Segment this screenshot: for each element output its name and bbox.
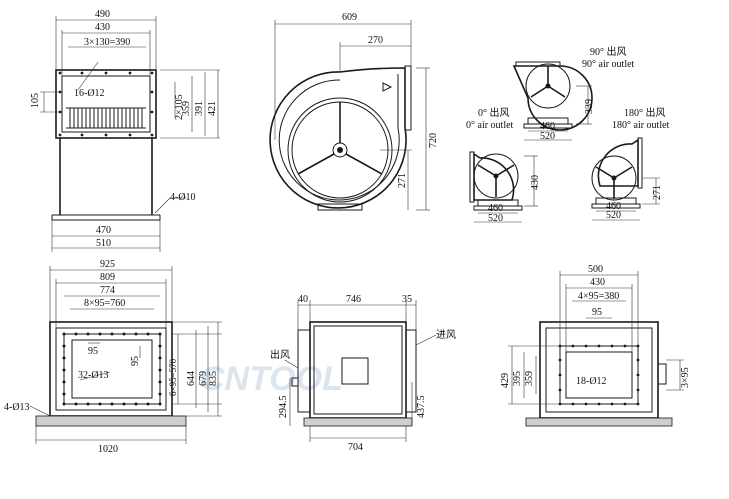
v180-label-cn: 180° 出风: [624, 106, 666, 119]
v1-dim-430: 430: [95, 22, 110, 33]
v2-dim-271: 271: [397, 173, 408, 188]
v90-label-en: 90° air outlet: [582, 59, 635, 70]
v1-dim-pitch: 3×130=390: [84, 37, 130, 48]
v4-dim-6x95: 6×95=570: [168, 358, 178, 396]
view-0-outlet: 0° 出风 0° air outlet 430 460 520: [466, 106, 541, 224]
v4-holes: 32-Ø13: [78, 370, 109, 381]
v5-dim-40: 40: [298, 294, 308, 305]
v4-base-holes: 4-Ø13: [4, 402, 30, 413]
v0-dim-a: 460: [488, 203, 503, 214]
watermark-text: CNTOOL: [200, 360, 343, 398]
v180-dim-a: 460: [606, 201, 621, 212]
v180-label-en: 180° air outlet: [612, 120, 670, 131]
v6-dim-500: 500: [588, 264, 603, 275]
v4-dim-774: 774: [100, 285, 115, 296]
v2-dim-720: 720: [428, 133, 439, 148]
v180-dim-h: 271: [652, 185, 663, 200]
v1-dim-510: 510: [96, 238, 111, 249]
v1-dim-391: 391: [194, 101, 205, 116]
v2-dim-609: 609: [342, 12, 357, 23]
v2-dim-270: 270: [368, 35, 383, 46]
v1-holes: 16-Ø12: [74, 88, 105, 99]
v5-dim-294: 294.5: [278, 396, 289, 419]
v90-dim-b: 520: [540, 131, 555, 142]
v4-dim-679: 679: [198, 371, 209, 386]
v90-dim-a: 460: [540, 121, 555, 132]
v1-base-holes: 4-Ø10: [170, 192, 196, 203]
v4-dim-1020: 1020: [98, 444, 118, 455]
view-cabinet-inlet: 500 430 4×95=380 95 429 395 359 18-Ø12 3…: [500, 264, 691, 427]
v5-inlet: 进风: [436, 329, 456, 341]
v180-dim-b: 520: [606, 210, 621, 221]
view-180-outlet: 180° 出风 180° air outlet 271 460 520: [591, 106, 670, 221]
v6-dim-430: 430: [590, 277, 605, 288]
v4-dim-925: 925: [100, 259, 115, 270]
v6-dim-395: 395: [512, 371, 523, 386]
v1-dim-470: 470: [96, 225, 111, 236]
v90-dim-h: 339: [584, 99, 595, 114]
view-cabinet-front: 925 809 774 8×95=760 95 95 6×95=570 644 …: [4, 259, 222, 455]
v5-outlet: 出风: [270, 348, 290, 361]
v1-dim-490: 490: [95, 9, 110, 20]
v4-dim-pitch: 8×95=760: [84, 298, 125, 309]
v0-label-en: 0° air outlet: [466, 120, 514, 131]
view-90-outlet: 90° 出风 90° air outlet 339 460 520: [512, 45, 635, 142]
v1-dim-105: 105: [30, 93, 41, 108]
v4-dim-644: 644: [186, 371, 197, 386]
v4-dim-95b: 95: [130, 356, 141, 366]
v5-dim-35: 35: [402, 294, 412, 305]
v6-dim-3x95: 3×95: [680, 367, 691, 388]
v6-dim-pitch: 4×95=380: [578, 291, 619, 302]
v6-holes: 18-Ø12: [576, 376, 607, 387]
v0-label-cn: 0° 出风: [478, 106, 510, 119]
v5-dim-437: 437.5: [416, 396, 427, 419]
view-scroll-side: 609 270 720 271: [269, 12, 439, 211]
v4-dim-835: 835: [208, 371, 219, 386]
v90-label-cn: 90° 出风: [590, 45, 627, 58]
view-outlet-flange: 490 430 3×130=390 16-Ø12 105 2×105 359 3…: [30, 9, 220, 252]
v0-dim-h: 430: [530, 175, 541, 190]
v6-dim-359: 359: [524, 371, 535, 386]
v0-dim-b: 520: [488, 213, 503, 224]
v4-dim-809: 809: [100, 272, 115, 283]
v1-dim-359: 359: [181, 101, 192, 116]
view-cabinet-side: 40 746 35 进风 出风 294.5 437.5 704: [270, 294, 456, 453]
v1-dim-2x105: 2×105: [174, 94, 185, 120]
v1-dim-421: 421: [207, 101, 218, 116]
v5-dim-704: 704: [348, 442, 363, 453]
v6-dim-95: 95: [592, 307, 602, 318]
v5-dim-746: 746: [346, 294, 361, 305]
v4-dim-95a: 95: [88, 346, 98, 357]
v6-dim-429: 429: [500, 373, 511, 388]
